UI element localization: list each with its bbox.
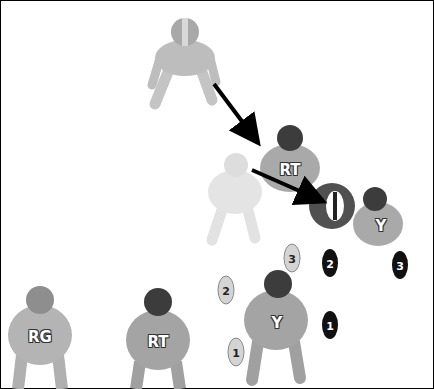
helmet-stripe <box>182 18 188 46</box>
defender-figure <box>309 183 355 229</box>
step-number: 3 <box>288 254 296 265</box>
body <box>309 183 355 229</box>
tight-end-figure <box>244 270 308 380</box>
footprint <box>322 311 338 339</box>
defender-figure <box>152 18 216 104</box>
helmet <box>363 187 387 211</box>
leg <box>176 362 180 389</box>
helmet <box>264 270 292 298</box>
step-number: 1 <box>232 348 240 359</box>
leg <box>212 210 222 240</box>
helmet <box>326 191 344 221</box>
movement-arrow <box>214 84 256 140</box>
step-number: 2 <box>222 286 230 297</box>
helmet <box>277 125 303 151</box>
leg <box>58 355 62 389</box>
footprint <box>228 338 244 366</box>
footprint <box>218 276 234 304</box>
step-number: 2 <box>326 259 334 270</box>
step-number: 1 <box>326 321 334 332</box>
leg <box>18 355 22 389</box>
helmet <box>144 288 172 316</box>
helmet <box>26 286 54 314</box>
lineman-figure <box>260 125 320 192</box>
guard-figure <box>8 286 72 389</box>
jersey-label: RT <box>147 335 168 350</box>
ghost-player <box>208 153 262 240</box>
leg <box>294 342 300 378</box>
footprint <box>322 249 338 277</box>
tight-end-figure <box>353 187 403 246</box>
helmet <box>224 153 248 177</box>
jersey-label: RT <box>279 163 300 178</box>
tackle-figure <box>126 288 190 389</box>
jersey-label: RG <box>28 330 52 345</box>
leg <box>252 342 258 380</box>
jersey-label: Y <box>272 316 283 331</box>
arm <box>152 58 160 85</box>
step-number: 3 <box>396 261 404 272</box>
helmet-stripe <box>333 192 337 220</box>
body <box>244 290 308 350</box>
leg <box>248 210 255 238</box>
body <box>126 310 190 370</box>
jersey-label: Y <box>376 219 387 234</box>
helmet <box>171 18 199 46</box>
leg <box>136 362 140 389</box>
footprint <box>392 251 408 279</box>
footprint <box>284 244 300 272</box>
arm <box>210 58 216 82</box>
